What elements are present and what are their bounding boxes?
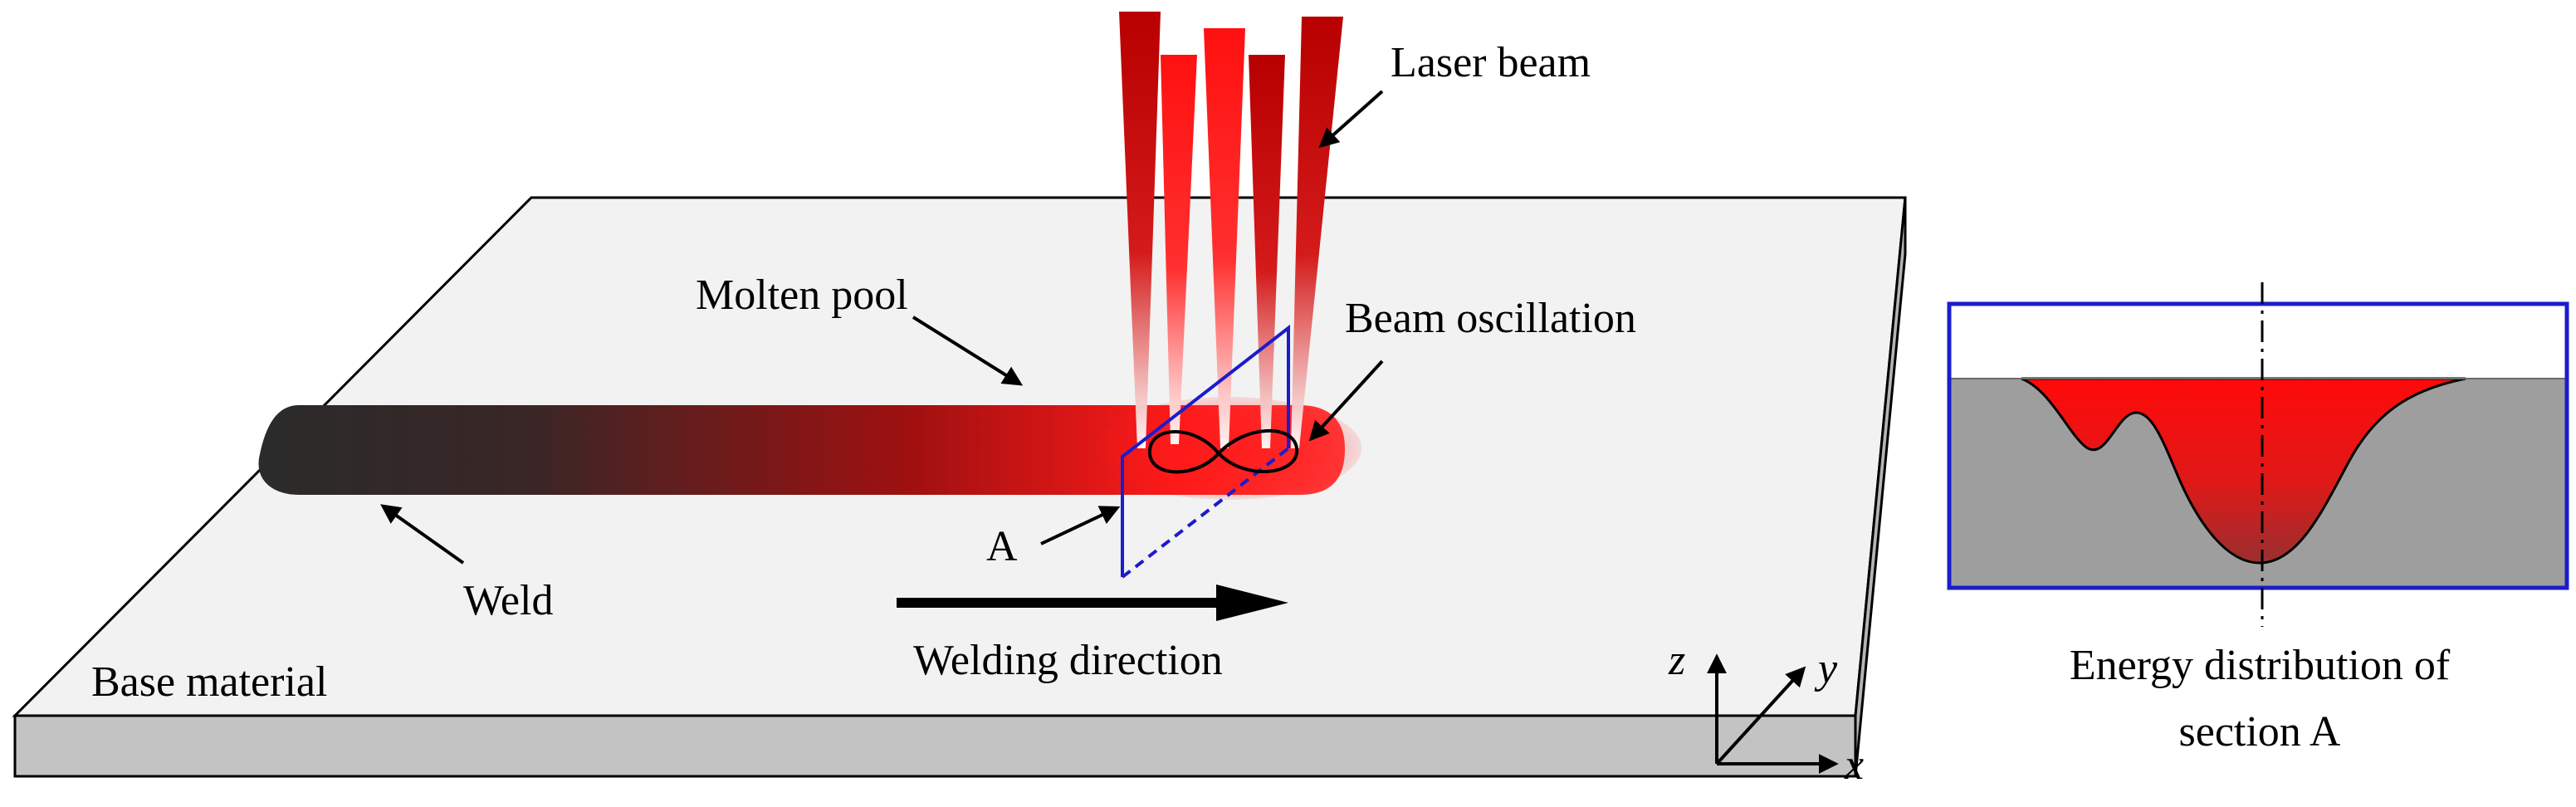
energy-distribution-curve xyxy=(2021,377,2466,565)
welding-direction-label: Welding direction xyxy=(913,637,1223,684)
section-a-arrow xyxy=(1040,506,1121,545)
section-a-label: A xyxy=(986,523,1018,570)
welding-direction-arrow xyxy=(897,584,1288,621)
laser-beam-cone xyxy=(1119,12,1161,448)
plate-side-face xyxy=(1854,197,1907,777)
molten-pool-label: Molten pool xyxy=(696,271,908,319)
base-material-label: Base material xyxy=(91,658,327,706)
laser-beam-cone xyxy=(1161,55,1197,444)
x-axis-label: x xyxy=(1844,741,1864,789)
laser-beam-cone xyxy=(1204,28,1245,448)
beam-oscillation-arrow xyxy=(1308,359,1384,442)
annotation-arrows xyxy=(380,90,1384,565)
energy-panel-frame xyxy=(1947,301,2569,590)
energy-caption-line1: Energy distribution of xyxy=(2070,642,2451,689)
plate-front-face xyxy=(13,714,1857,778)
z-axis-label: z xyxy=(1668,637,1685,684)
laser-beam-arrow xyxy=(1318,90,1384,149)
welding-direction-shaft xyxy=(897,598,1220,608)
y-axis xyxy=(1715,666,1806,765)
section-a-plane xyxy=(1121,324,1290,579)
energy-caption-line2: section A xyxy=(2179,708,2341,756)
welding-direction-head xyxy=(1216,584,1288,621)
energy-distribution-panel: Energy distribution of section A xyxy=(1947,282,2569,756)
weld-label: Weld xyxy=(463,577,553,624)
oscillation-path xyxy=(1147,429,1299,474)
laser-beam-label: Laser beam xyxy=(1391,39,1591,86)
molten-pool-arrow xyxy=(912,315,1024,386)
energy-panel-white xyxy=(1949,304,2567,379)
section-plane-dashed-edge xyxy=(1121,447,1290,579)
laser-beam-cone xyxy=(1249,55,1285,448)
coordinate-axes: z y x xyxy=(1668,637,1864,789)
y-axis-label: y xyxy=(1814,645,1838,692)
beam-oscillation-label: Beam oscillation xyxy=(1345,295,1636,342)
weld-bead xyxy=(258,397,1361,500)
weld-arrow xyxy=(380,504,465,565)
weld-track xyxy=(258,405,1346,495)
laser-beam-cone xyxy=(1291,17,1343,448)
laser-beams xyxy=(1119,12,1343,448)
